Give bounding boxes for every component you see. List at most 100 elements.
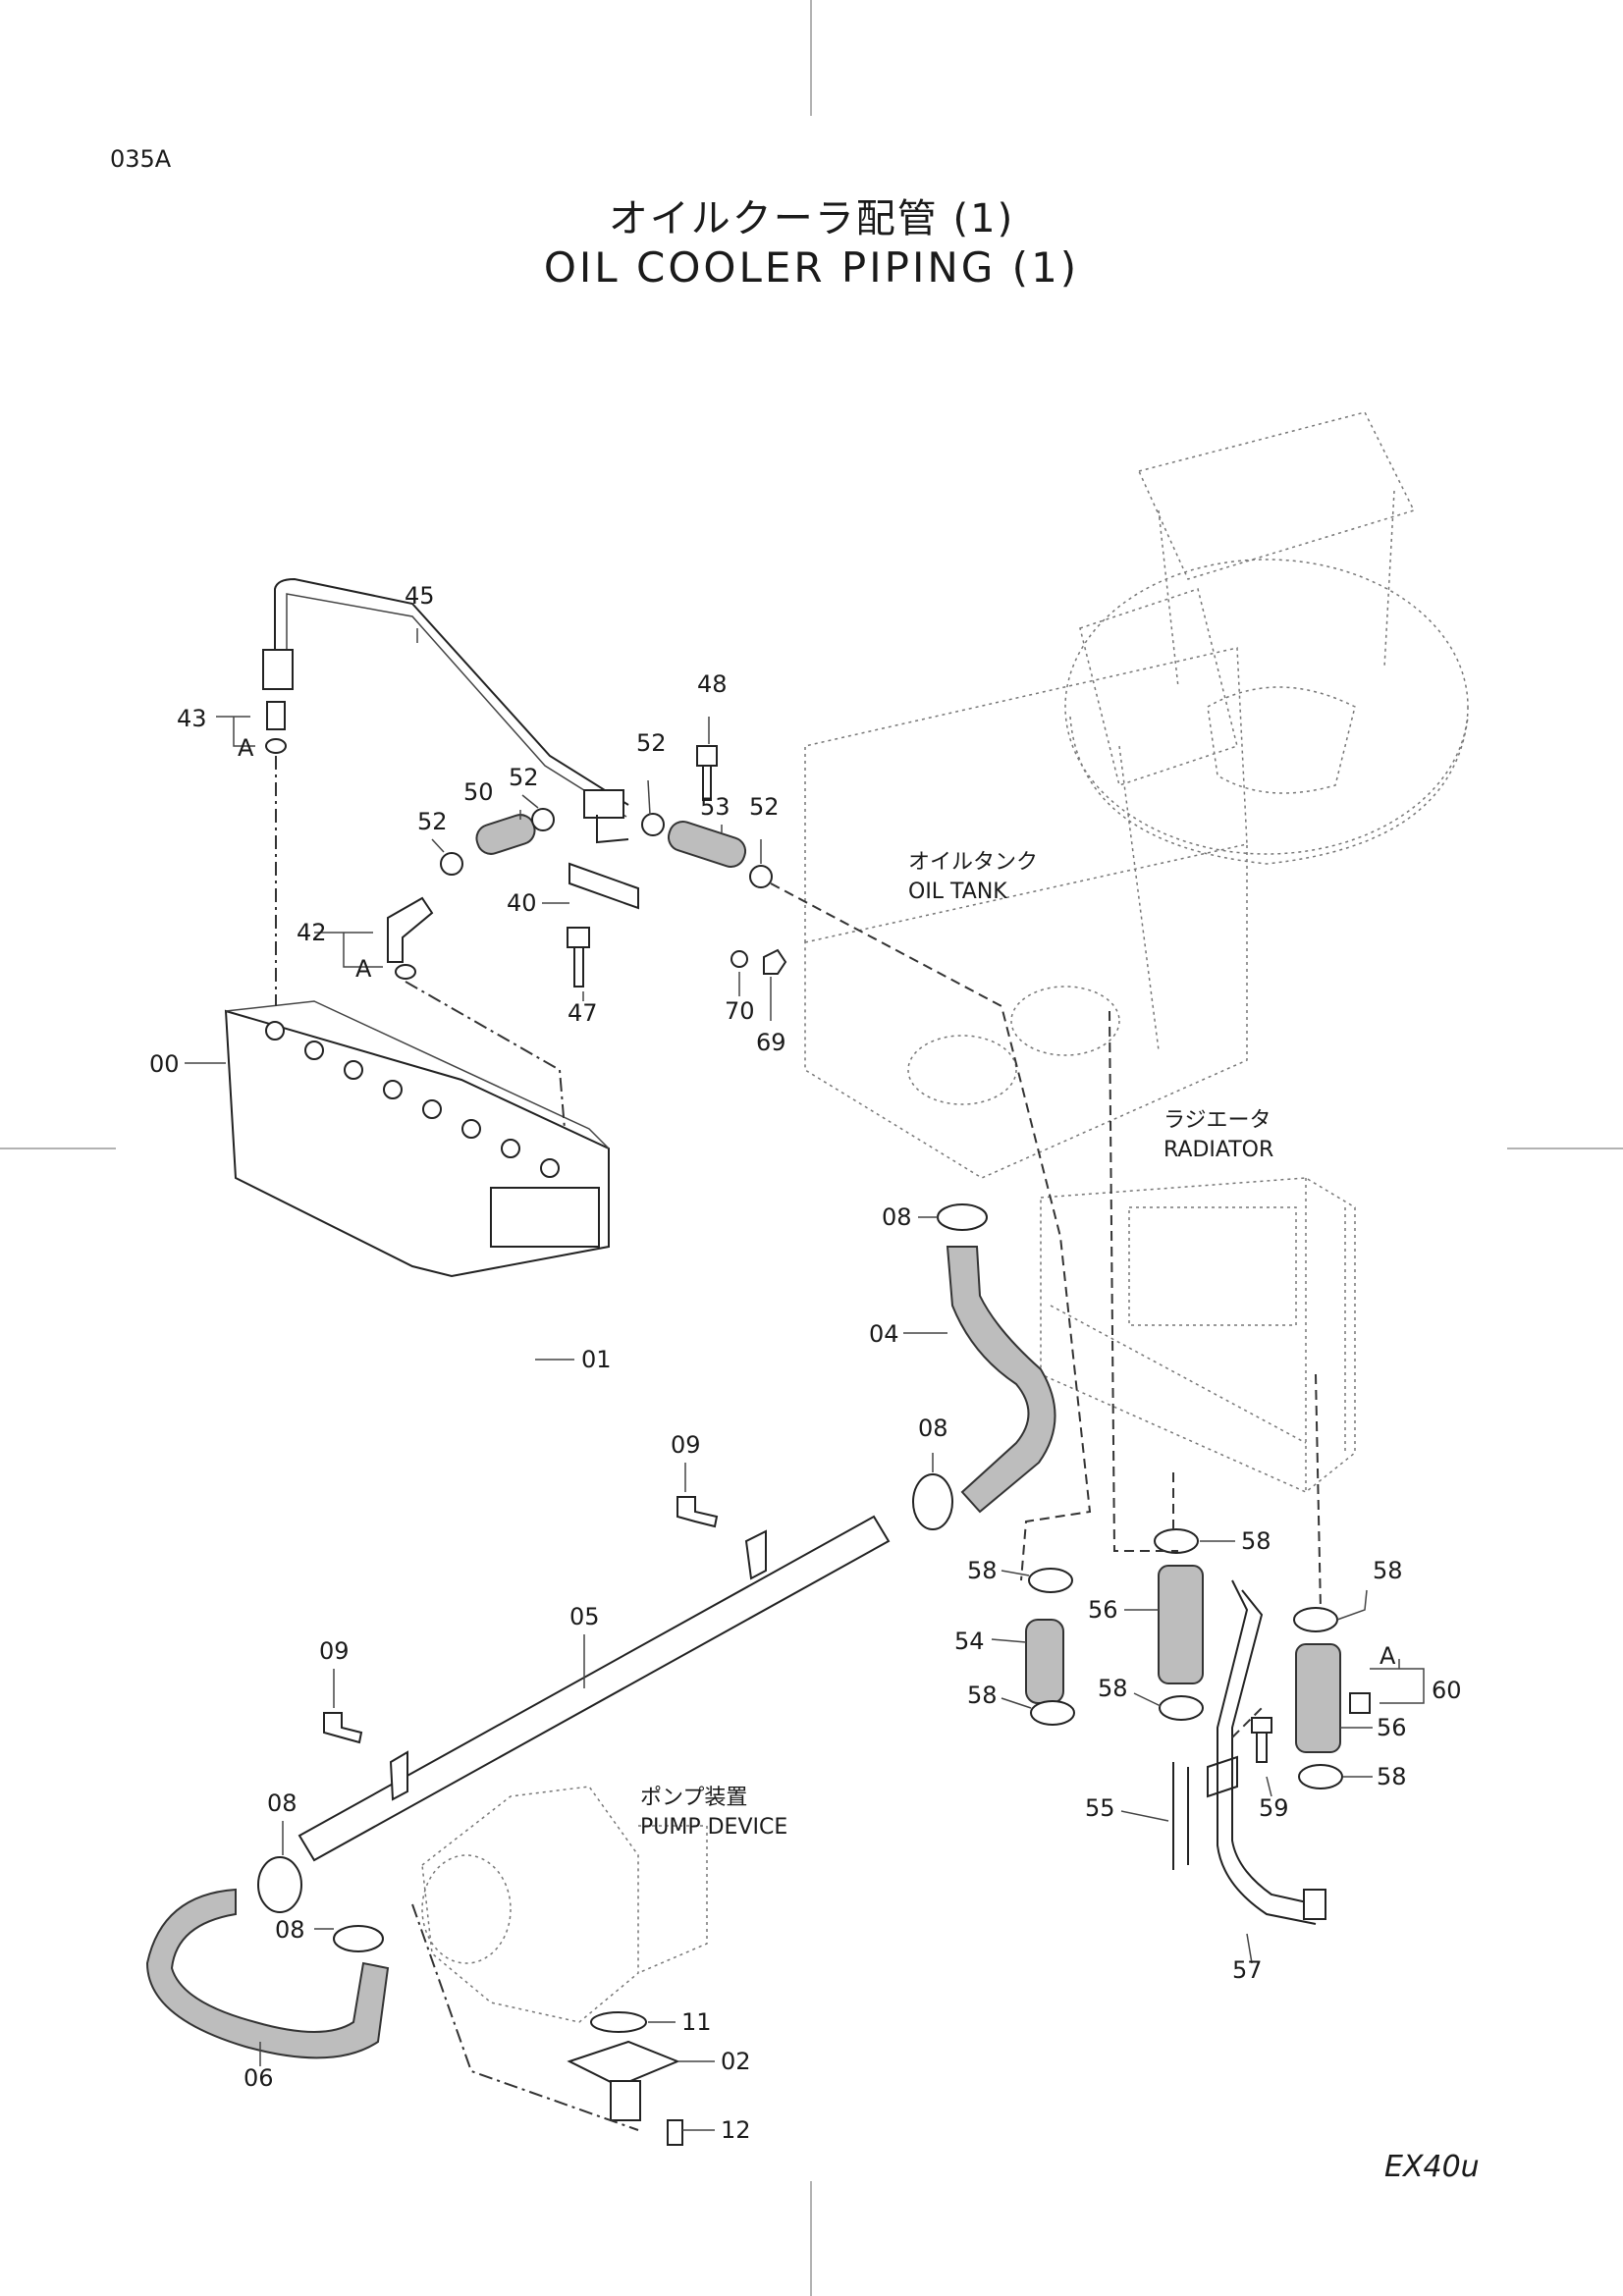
callout-56-b: 56	[1377, 1714, 1407, 1741]
title-english: OIL COOLER PIPING (1)	[543, 243, 1080, 292]
tee-fitting	[583, 789, 624, 819]
callout-69: 69	[756, 1029, 786, 1056]
hose-53	[667, 821, 747, 868]
nut-69	[763, 948, 787, 975]
ref-line-pump	[411, 1903, 639, 2131]
dash-line-radiator-58	[1315, 1373, 1322, 1611]
callout-58-d: 58	[967, 1682, 998, 1709]
callout-50: 50	[463, 778, 494, 806]
callout-58-f: 58	[1377, 1763, 1407, 1790]
bolt-59	[1251, 1717, 1272, 1763]
oil-tank-label-en: OIL TANK	[908, 880, 1007, 904]
callout-60-a: A	[1380, 1642, 1396, 1670]
dash-line-tank-56	[1109, 1010, 1178, 1552]
clamp-58-b	[1028, 1568, 1073, 1593]
callout-09-b: 09	[319, 1637, 350, 1665]
clamp-58-f	[1298, 1764, 1343, 1789]
model-name: EX40u	[1384, 2150, 1480, 2184]
title-japanese: オイルクーラ配管 (1)	[608, 196, 1015, 241]
callout-01: 01	[581, 1346, 612, 1373]
pipe-55	[1172, 1762, 1189, 1870]
callout-53: 53	[700, 793, 730, 821]
callout-08-b: 08	[918, 1415, 948, 1442]
pump-device-label-en: PUMP DEVICE	[640, 1815, 787, 1840]
o-ring-11	[590, 2011, 647, 2033]
callout-58-a: 58	[1241, 1527, 1271, 1555]
bolt-12	[667, 2119, 683, 2146]
clamp-52-c	[641, 813, 665, 836]
control-valve-00	[224, 1000, 610, 1278]
hose-54	[1025, 1619, 1064, 1704]
callout-60: 60	[1432, 1677, 1462, 1704]
flange-02-neck	[610, 2080, 641, 2121]
clamp-08-top	[937, 1203, 988, 1231]
o-ring-43	[265, 738, 287, 754]
clamp-08-mid	[912, 1473, 953, 1530]
radiator-label-jp: ラジエータ	[1163, 1108, 1271, 1133]
callout-52-c: 52	[417, 808, 448, 835]
callout-06: 06	[243, 2064, 274, 2092]
oil-tank-outline	[804, 647, 1248, 1179]
fitting-45-end	[262, 649, 294, 690]
clamp-58-d	[1030, 1700, 1075, 1726]
bracket-40	[568, 862, 639, 910]
pipe-57	[1217, 1579, 1317, 1925]
elbow-42	[387, 896, 434, 963]
callout-57: 57	[1232, 1956, 1263, 1984]
clamp-52-d	[749, 865, 773, 888]
pump-device-label-jp: ポンプ装置	[640, 1786, 747, 1810]
bolt-09-lower	[323, 1712, 363, 1744]
clamp-52-b	[531, 808, 555, 831]
clamp-58-e	[1159, 1695, 1204, 1721]
clamp-08-pump	[333, 1925, 384, 1952]
clamp-52-a	[440, 852, 463, 876]
callout-08-d: 08	[275, 1916, 305, 1944]
callout-09-a: 09	[671, 1431, 701, 1459]
clamp-08-lower	[257, 1856, 302, 1913]
leader-lines	[185, 628, 1425, 2131]
hose-06	[145, 1888, 390, 2059]
callout-11: 11	[681, 2008, 712, 2036]
callout-54: 54	[954, 1628, 985, 1655]
callout-58-c: 58	[1373, 1557, 1403, 1584]
clamp-58-a	[1154, 1528, 1199, 1554]
bracket-05-upper	[744, 1529, 767, 1580]
ref-line-42	[405, 981, 566, 1130]
adapter-43	[266, 701, 286, 730]
pipe-45	[274, 577, 629, 806]
hose-56-left	[1158, 1565, 1204, 1684]
dash-line-tank-54	[770, 882, 1092, 1581]
callout-55: 55	[1085, 1794, 1115, 1822]
callout-59: 59	[1259, 1794, 1289, 1822]
flange-02	[567, 2040, 680, 2088]
excavator-outline	[1064, 411, 1469, 865]
callout-58-b: 58	[967, 1557, 998, 1584]
clamp-58-c	[1293, 1607, 1338, 1632]
callout-45: 45	[405, 582, 435, 610]
page-code: 035A	[110, 145, 172, 173]
callout-70: 70	[725, 997, 755, 1025]
callout-05: 05	[569, 1603, 600, 1630]
pipe-57-end	[1303, 1889, 1326, 1920]
callout-12: 12	[721, 2116, 751, 2144]
bolt-47	[567, 927, 590, 988]
bracket-05-lower	[389, 1750, 408, 1801]
callout-48: 48	[697, 670, 728, 698]
pump-device-outline	[421, 1786, 708, 2023]
callout-52-a: 52	[636, 729, 667, 757]
dash-line-59	[1231, 1707, 1263, 1738]
hose-04	[946, 1246, 1056, 1514]
callout-52-d: 52	[749, 793, 780, 821]
callout-43: 43	[177, 705, 207, 732]
callout-42: 42	[297, 919, 327, 946]
adapter-60	[1349, 1692, 1371, 1714]
clip-55	[1207, 1755, 1238, 1798]
callout-47: 47	[568, 999, 598, 1027]
o-ring-42	[395, 964, 416, 980]
bolt-09-upper	[676, 1496, 719, 1528]
callout-08-a: 08	[882, 1203, 912, 1231]
radiator-outline	[1040, 1177, 1356, 1493]
pipe-05	[298, 1515, 891, 1862]
callout-43-a: A	[238, 734, 254, 762]
